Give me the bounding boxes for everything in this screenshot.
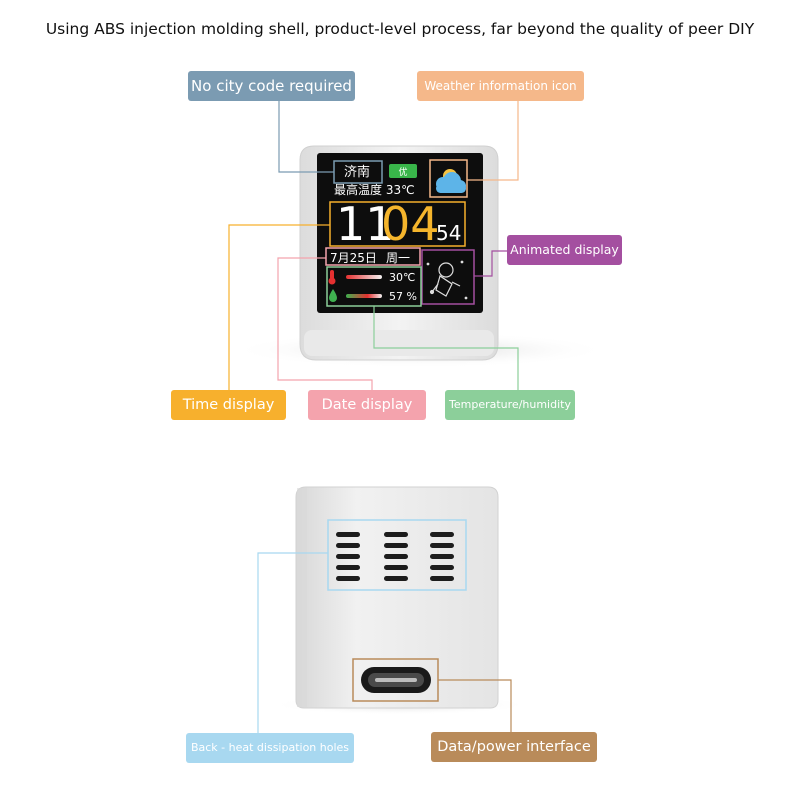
humidity-bar [346, 294, 382, 298]
time-leader [228, 224, 330, 390]
thermometer-icon [328, 270, 336, 285]
label-temperature-humidity: Temperature/humidity [445, 390, 575, 420]
temperature-bar [346, 275, 382, 279]
screen-temperature: 30℃ [389, 271, 415, 284]
weather-cloud-icon [436, 169, 466, 193]
label-time-display: Time display [171, 390, 286, 420]
screen-humidity: 57 % [389, 290, 417, 303]
humidity-drop-icon [329, 289, 337, 302]
weather-highlight-box [429, 159, 468, 198]
temp-leader [373, 306, 519, 390]
animated-leader [474, 250, 507, 277]
usb-c-port-icon [361, 667, 431, 693]
headline: Using ABS injection molding shell, produ… [45, 20, 755, 38]
label-weather-icon: Weather information icon [417, 71, 584, 101]
clock-second: 54 [436, 221, 461, 245]
clock-hour: 11 [336, 197, 395, 251]
time-highlight-box [329, 201, 466, 247]
vent-highlight-box [327, 519, 467, 591]
vent-slots [336, 532, 454, 581]
aqi-badge [389, 164, 417, 178]
weather-leader [467, 100, 519, 181]
label-heat-dissipation: Back - heat dissipation holes [186, 733, 354, 763]
aqi-text: 优 [398, 166, 407, 178]
label-animated-display: Animated display [507, 235, 622, 265]
back-device-shell [295, 486, 499, 709]
port-leader [438, 679, 512, 733]
max-temp: 最高温度 33℃ [334, 182, 415, 197]
label-data-power: Data/power interface [431, 732, 597, 762]
astronaut-animation-icon [426, 260, 468, 300]
clock-minute: 04 [381, 197, 440, 251]
screen-weekday: 周一 [386, 251, 410, 265]
city-leader [278, 100, 334, 173]
city-name: 济南 [344, 164, 370, 180]
holes-leader [257, 552, 328, 735]
date-leader [277, 257, 373, 390]
animation-highlight-box [421, 249, 475, 305]
screen-date: 7月25日 [330, 251, 377, 265]
date-highlight-box [325, 247, 421, 266]
label-no-city-code: No city code required [188, 71, 355, 101]
label-date-display: Date display [308, 390, 426, 420]
